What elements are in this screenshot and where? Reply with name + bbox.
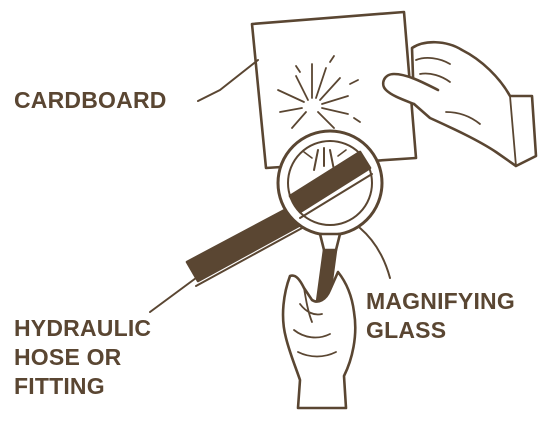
magnifying-glass-label: MAGNIFYING GLASS [366, 287, 515, 345]
cardboard-leader-line [197, 59, 259, 102]
hand-holding-cardboard [381, 40, 538, 168]
magnifying-glass-label-line-1: MAGNIFYING [366, 288, 515, 314]
cardboard-label: CARDBOARD [14, 87, 167, 113]
hydraulic-hose-label: HYDRAULIC HOSE OR FITTING [14, 314, 151, 401]
cardboard [250, 10, 418, 170]
magnifying-glass-label-line-2: GLASS [366, 317, 447, 343]
hand-holding-magnifier [281, 270, 357, 410]
hose-leader-line [149, 277, 197, 313]
hydraulic-hose-label-line-1: HYDRAULIC [14, 315, 152, 341]
hydraulic-hose-label-line-3: FITTING [14, 373, 105, 399]
leak-spray-burst [277, 55, 361, 129]
magnifying-glass-leader-line [359, 227, 391, 279]
hydraulic-hose-label-line-2: HOSE OR [14, 344, 122, 370]
